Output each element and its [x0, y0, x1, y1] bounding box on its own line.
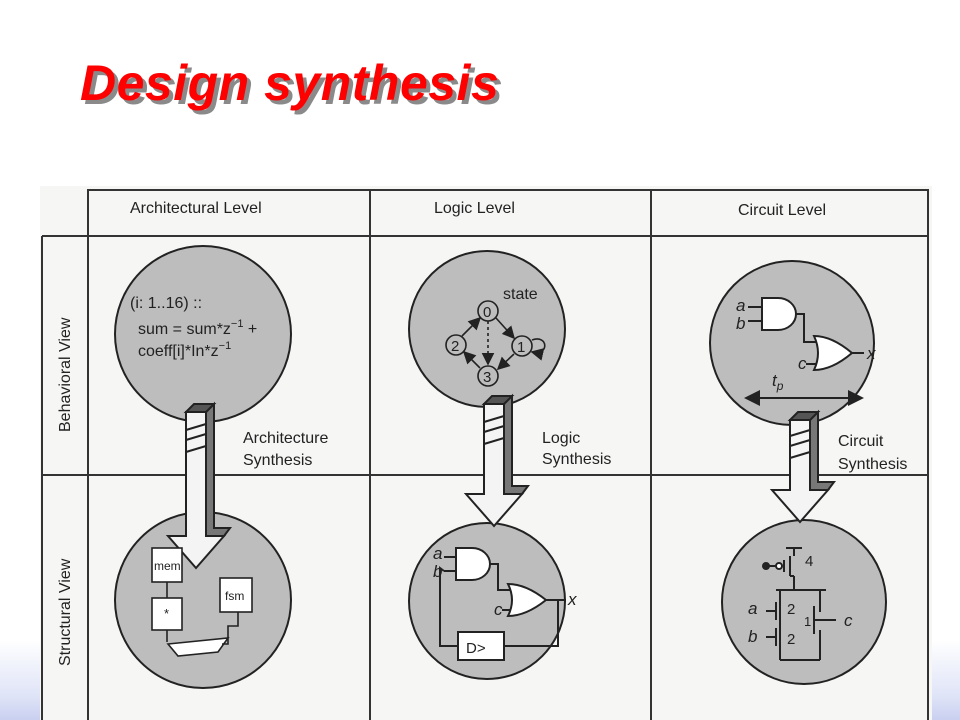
logic-input-b: b	[433, 562, 442, 581]
transistor-width-4: 4	[805, 553, 813, 570]
fsm-block-label: fsm	[225, 589, 244, 603]
page-title-shadow: Design synthesis	[84, 59, 504, 115]
transistor-input-a: a	[748, 599, 757, 618]
row-label-structural: Structural View	[57, 558, 74, 666]
transistor-width-1: 1	[804, 614, 811, 629]
code-line-2: sum = sum*z	[138, 321, 231, 338]
logic-synthesis-arrow	[463, 393, 530, 528]
arch-structure-blocks	[151, 547, 253, 657]
logic-synthesis-label-1: Logic	[542, 430, 580, 447]
delay-subscript: p	[776, 379, 784, 393]
circuit-synthesis-label-1: Circuit	[838, 433, 884, 450]
or-gate-icon	[812, 334, 854, 372]
header-logic-level: Logic Level	[434, 200, 515, 217]
header-architectural-level: Architectural Level	[130, 200, 262, 217]
arch-synthesis-label-2: Synthesis	[243, 452, 312, 469]
circuit-synthesis-label-2: Synthesis	[838, 456, 907, 473]
code-line-2-tail: +	[243, 321, 257, 338]
gate-input-c: c	[798, 354, 807, 373]
logic-synthesis-label-2: Synthesis	[542, 451, 611, 468]
circuit-behavior-bubble	[709, 260, 875, 426]
code-line-3-exponent: −1	[219, 340, 232, 352]
svg-text:tp: tp	[772, 371, 784, 393]
transistor-network	[762, 547, 836, 661]
code-line-3: coeff[i]*In*z	[138, 343, 219, 360]
transistor-input-c: c	[844, 611, 853, 630]
circuit-synthesis-arrow	[769, 409, 836, 524]
flipflop-label: D>	[466, 640, 486, 657]
logic-output-x: x	[567, 590, 577, 609]
fsm-block	[219, 577, 253, 613]
gate-input-a: a	[736, 296, 745, 315]
fsm-label: state	[503, 286, 538, 303]
fsm-state-2: 2	[451, 338, 459, 355]
code-line-1: (i: 1..16) ::	[130, 295, 202, 312]
arch-behavior-code: (i: 1..16) :: sum = sum*z−1 + coeff[i]*I…	[130, 295, 257, 360]
fsm-state-1: 1	[517, 339, 525, 356]
arch-synthesis-arrow	[165, 401, 232, 570]
transistor-width-2a: 2	[787, 601, 795, 618]
circuit-structure-bubble	[721, 519, 887, 685]
header-circuit-level: Circuit Level	[738, 202, 826, 219]
gate-output-x: x	[866, 344, 876, 363]
fsm-state-diagram	[445, 300, 546, 387]
transistor-input-b: b	[748, 627, 757, 646]
delay-label: t	[772, 371, 778, 390]
and-gate-icon	[761, 297, 797, 331]
row-label-behavioral: Behavioral View	[57, 317, 74, 432]
adder-block	[166, 637, 230, 657]
circuit-behavior-gates	[744, 297, 864, 406]
mem-block	[151, 547, 183, 583]
fsm-state-3: 3	[483, 369, 491, 386]
logic-structure-circuit	[439, 547, 566, 661]
svg-text:sum = sum*z−1 +: sum = sum*z−1 +	[138, 318, 257, 338]
code-line-2-exponent: −1	[231, 318, 244, 330]
arch-synthesis-label-1: Architecture	[243, 430, 328, 447]
logic-input-a: a	[433, 544, 442, 563]
logic-input-c: c	[494, 600, 503, 619]
gate-input-b: b	[736, 314, 745, 333]
page-title: Design synthesis	[80, 55, 500, 111]
fsm-state-0: 0	[483, 304, 491, 321]
mult-label: *	[164, 606, 169, 621]
mem-label: mem	[154, 559, 181, 573]
svg-text:coeff[i]*In*z−1: coeff[i]*In*z−1	[138, 340, 231, 360]
transistor-width-2b: 2	[787, 631, 795, 648]
